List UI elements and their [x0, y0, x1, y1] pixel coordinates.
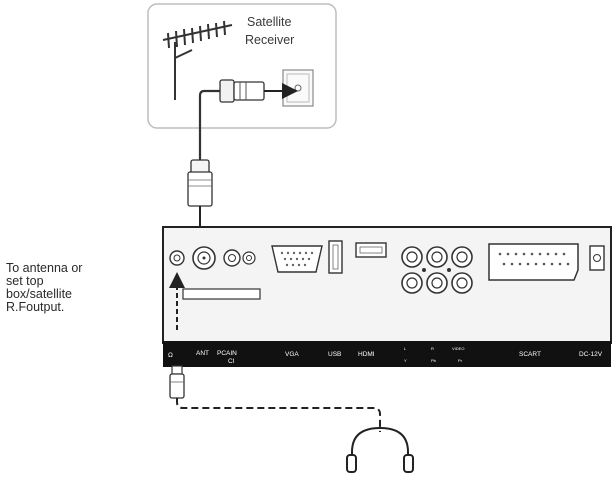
- hdmi-label: HDMI: [358, 351, 375, 358]
- caption-line-4: R.Foutput.: [6, 300, 65, 314]
- vga-label: VGA: [285, 351, 299, 358]
- dc-power-port: [589, 245, 605, 271]
- rca-component-ports: [401, 246, 473, 294]
- wall-socket-icon: [282, 69, 314, 107]
- scart-label: SCART: [519, 351, 541, 358]
- r-label: R: [431, 346, 434, 351]
- usb-label: USB: [328, 351, 341, 358]
- dc-label: DC-12V: [579, 351, 603, 358]
- caption-line-1: To antenna or: [6, 261, 83, 275]
- l-label: L: [404, 346, 407, 351]
- pr-label: Pr: [458, 358, 463, 363]
- scart-port: [488, 243, 579, 281]
- caption-line-2: set top: [6, 274, 44, 288]
- hdmi-port: [355, 242, 387, 258]
- video-label: VIDEO: [452, 346, 464, 351]
- y-label: Y: [404, 358, 407, 363]
- vga-port: [271, 245, 323, 273]
- pcain-label: PCAIN: [217, 350, 237, 357]
- panel-label-strip: [163, 341, 611, 367]
- satellite-receiver-box: Satellite Receiver: [147, 3, 337, 129]
- ci-label: CI: [228, 358, 235, 365]
- receiver-title-line2: Receiver: [245, 33, 294, 47]
- headphone-cable-dashed: [176, 398, 381, 432]
- coax-plug-middle-icon: [187, 159, 213, 246]
- headphones-icon: [346, 426, 414, 473]
- audio-plug-icon: [169, 365, 185, 399]
- headphone-jack-port: [169, 250, 185, 266]
- antenna-icon: [162, 20, 233, 100]
- receiver-title-line1: Satellite: [247, 15, 292, 29]
- pb-label: Pb: [431, 358, 437, 363]
- headphone-label: Ω: [168, 352, 173, 359]
- ci-slot: [182, 288, 261, 300]
- usb-port: [328, 240, 343, 274]
- ant-label: ANT: [196, 350, 209, 357]
- pc-audio-port: [223, 249, 256, 267]
- cable-line: [198, 89, 220, 160]
- antenna-caption: To antenna or set top box/satellite R.Fo…: [6, 262, 136, 314]
- antenna-port: [192, 246, 216, 270]
- tv-back-panel: Ω ANT PCAIN CI VGA USB HDMI L R VIDEO Y …: [162, 226, 612, 367]
- headphone-connection: [169, 272, 414, 473]
- caption-line-3: box/satellite: [6, 287, 73, 301]
- coax-plug-top-icon: [219, 79, 298, 103]
